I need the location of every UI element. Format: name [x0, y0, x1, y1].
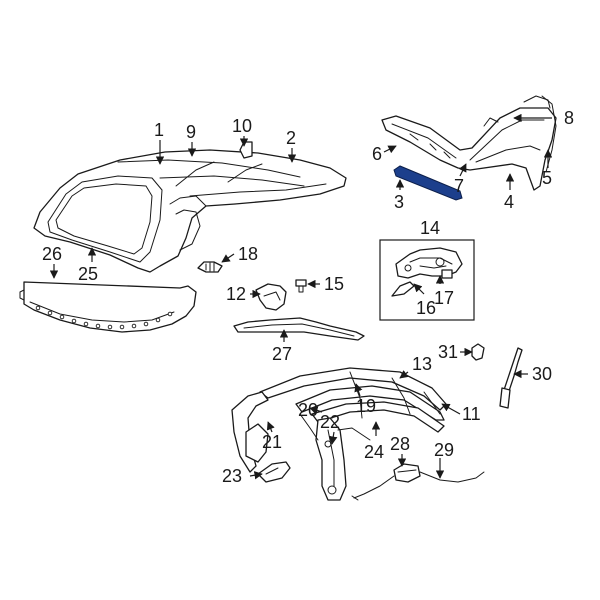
callout-3: 3: [394, 192, 404, 212]
callout-30: 30: [532, 364, 552, 384]
callout-9: 9: [186, 122, 196, 142]
weatherstrip-27: [233, 317, 365, 341]
fastener-hole: [107, 324, 113, 330]
callout-1: 1: [154, 120, 164, 140]
strut-30: [499, 347, 523, 409]
callout-17: 17: [434, 288, 454, 308]
callout-12: 12: [226, 284, 246, 304]
fastener-hole: [143, 321, 149, 327]
callout-18: 18: [238, 244, 258, 264]
fastener-hole: [131, 323, 137, 329]
weatherstrip-highlighted: [393, 165, 463, 201]
fastener-hole: [35, 305, 41, 311]
callout-28: 28: [390, 434, 410, 454]
callout-10: 10: [232, 116, 252, 136]
callout-27: 27: [272, 344, 292, 364]
callout-15: 15: [324, 274, 344, 294]
callout-7: 7: [454, 176, 464, 196]
callout-2: 2: [286, 128, 296, 148]
callout-11: 11: [462, 404, 481, 424]
fastener-hole: [83, 321, 89, 327]
fastener-hole: [95, 323, 101, 329]
fastener-hole: [155, 317, 161, 323]
callout-5: 5: [542, 168, 552, 188]
soft-top-cover: [33, 141, 347, 273]
callout-23: 23: [222, 466, 242, 486]
callout-21: 21: [262, 432, 282, 452]
rear-trim-panel: [19, 281, 197, 333]
callout-25: 25: [78, 264, 98, 284]
top-frame-assembly: [231, 367, 447, 501]
callout-31: 31: [438, 342, 458, 362]
callout-8: 8: [564, 108, 574, 128]
callout-22: 22: [320, 412, 340, 432]
screw-15: [295, 279, 307, 293]
bracket-12: [255, 283, 287, 311]
callout-4: 4: [504, 192, 514, 212]
fastener-hole: [167, 311, 173, 317]
fastener-hole: [59, 314, 65, 320]
leader-lines: [49, 113, 553, 480]
fastener-hole: [71, 318, 77, 324]
callout-14: 14: [420, 218, 440, 238]
fastener-hole: [47, 310, 53, 316]
cable-18: [197, 261, 223, 273]
fastener-hole: [119, 324, 125, 330]
callout-13: 13: [412, 354, 432, 374]
cover-23: [257, 461, 291, 483]
callout-24: 24: [364, 442, 384, 462]
callout-29: 29: [434, 440, 454, 460]
callout-26: 26: [42, 244, 62, 264]
side-rail-assembly: [381, 95, 557, 201]
motor-cable-28-29: [351, 463, 485, 501]
clip-31: [471, 343, 485, 361]
callout-16: 16: [416, 298, 436, 318]
callout-20: 20: [298, 400, 318, 420]
callout-6: 6: [372, 144, 382, 164]
latch-inset: [379, 239, 475, 321]
callout-19: 19: [356, 396, 376, 416]
callout-numbers: 1 2 3 4 5 6 7 8 9 10 11 12 13 14 15 16 1…: [42, 108, 574, 486]
